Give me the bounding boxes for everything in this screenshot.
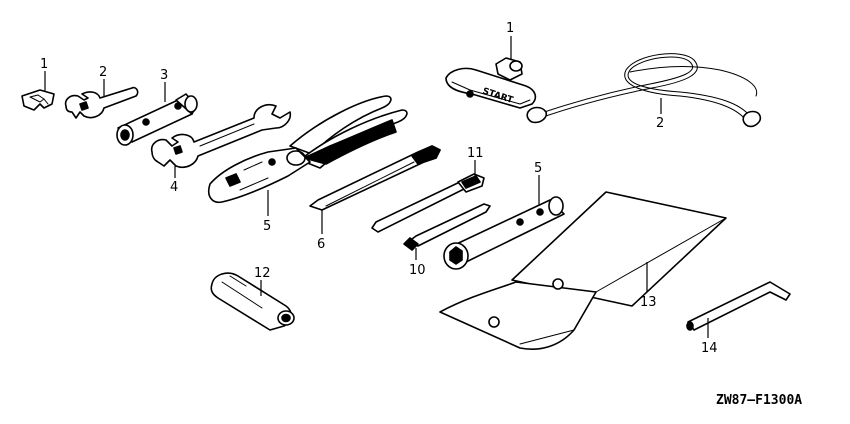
callout-7: 6 — [317, 237, 325, 252]
callout-12: 12 — [254, 266, 271, 281]
part-10-tommy-bar — [403, 203, 491, 251]
drawing-code: ZW87–F1300A — [716, 393, 802, 408]
part-5-box-spanner — [443, 196, 565, 270]
part-8-double-wrench — [150, 103, 292, 169]
part-2-starter-rope — [526, 53, 762, 128]
part-4-open-end-wrench — [64, 86, 139, 119]
part-12-socket-extension — [210, 272, 295, 331]
callout-5: 5 — [534, 161, 542, 176]
part-1-starter-handle: START — [445, 57, 537, 109]
part-7-screwdriver — [309, 145, 441, 211]
part-13-tool-bag — [439, 191, 727, 350]
callout-8: 4 — [170, 180, 178, 195]
callout-1: 1 — [506, 21, 514, 36]
callout-11: 11 — [467, 146, 484, 161]
callout-9: 5 — [263, 219, 271, 234]
callout-13: 13 — [640, 295, 657, 310]
callout-10: 10 — [409, 263, 426, 278]
callout-4: 2 — [99, 65, 107, 80]
part-11-screwdriver-grip — [371, 173, 485, 233]
part-14-hex-key — [686, 281, 791, 331]
part-6-plug-wrench — [116, 93, 198, 146]
callout-6: 3 — [160, 68, 168, 83]
callout-3: 1 — [40, 57, 48, 72]
callout-14: 14 — [701, 341, 718, 356]
part-9-pliers — [207, 95, 408, 204]
callout-2: 2 — [656, 116, 664, 131]
part-3-clip — [21, 89, 55, 111]
